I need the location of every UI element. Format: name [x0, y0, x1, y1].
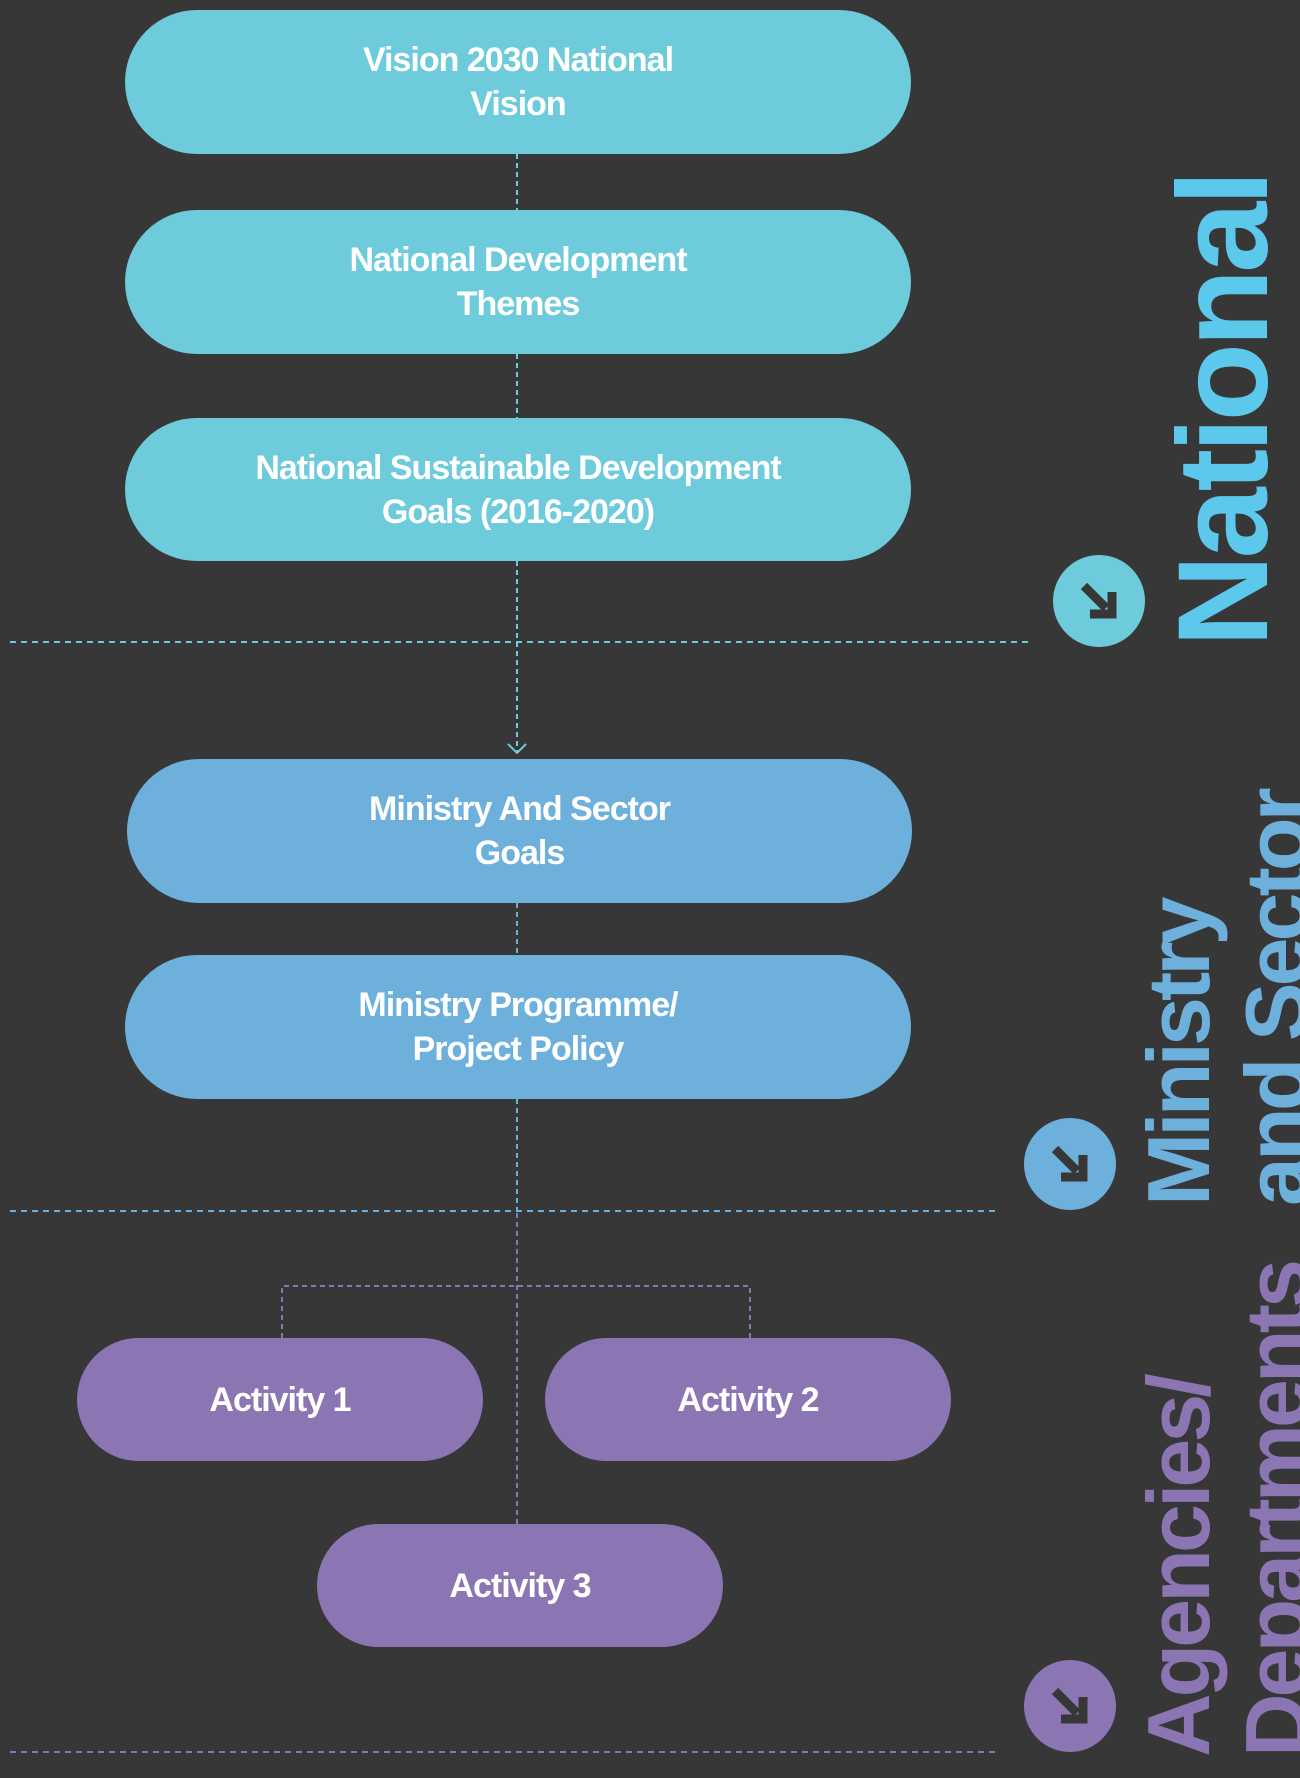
node-label: Activity 3 — [449, 1566, 591, 1605]
node-label: Ministry And Sector Goals — [369, 790, 671, 872]
node-ministry-sector-goals: Ministry And Sector Goals — [127, 759, 912, 903]
node-national-sdg: National Sustainable Development Goals (… — [125, 418, 911, 561]
connector-arrowhead — [507, 743, 527, 755]
node-activity-3: Activity 3 — [317, 1524, 723, 1647]
node-label: Activity 1 — [209, 1380, 351, 1419]
section-label-ministry: Ministry and Sector — [1129, 791, 1300, 1206]
section-label-line2: and Sector — [1227, 791, 1300, 1206]
node-label: Vision 2030 National Vision — [362, 41, 674, 123]
arrow-down-right-icon — [1024, 1660, 1116, 1752]
arrow-down-right-icon — [1024, 1118, 1116, 1210]
node-activity-1: Activity 1 — [77, 1338, 483, 1461]
section-label-line1: Agencies/ — [1129, 1377, 1228, 1757]
section-label-line1: Ministry — [1129, 900, 1228, 1206]
node-vision-2030: Vision 2030 National Vision — [125, 10, 911, 154]
node-national-development-themes: National Development Themes — [125, 210, 911, 354]
section-label-text: National — [1152, 174, 1295, 647]
node-label: National Development Themes — [349, 241, 687, 323]
section-label-national: National — [1152, 174, 1295, 647]
arrow-down-right-icon — [1053, 555, 1145, 647]
section-label-line2: Departments — [1227, 1263, 1300, 1757]
node-label: Activity 2 — [677, 1380, 819, 1419]
node-label: Ministry Programme/ Project Policy — [358, 986, 678, 1068]
section-label-agencies: Agencies/ Departments — [1129, 1263, 1300, 1757]
node-activity-2: Activity 2 — [545, 1338, 951, 1461]
node-label: National Sustainable Development Goals (… — [255, 448, 781, 531]
node-ministry-programme-policy: Ministry Programme/ Project Policy — [125, 955, 911, 1099]
